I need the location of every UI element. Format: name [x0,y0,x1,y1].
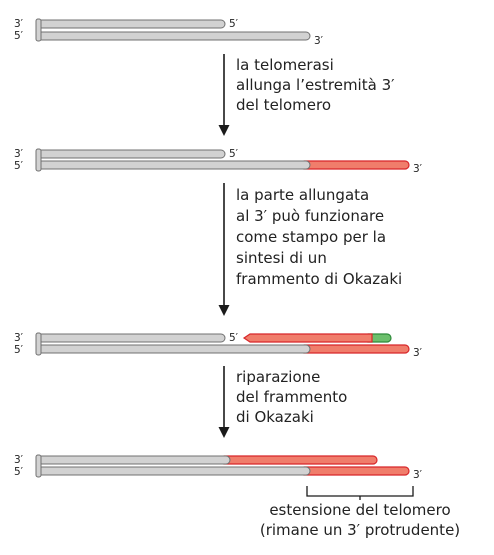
extension-caption: estensione del telomero (rimane un 3′ pr… [260,501,460,539]
bottom-strand-5prime-label: 5′ [14,466,24,478]
step-3-line-2: del frammento [236,388,347,406]
step-3-line-3: di Okazaki [236,408,314,426]
dna-stage-4: 3′ 5′ 3′ [14,454,423,481]
strand-end-cap [35,18,42,42]
step-text-1: la telomerasi allunga l’estremità 3′ del… [236,56,395,114]
bottom-strand [35,160,311,170]
bottom-strand-5prime-label: 5′ [14,160,24,172]
bottom-strand [35,344,311,354]
top-strand-5prime-label: 5′ [229,18,239,30]
step-2-line-3: come stampo per la [236,228,386,246]
repaired-fragment [219,455,378,465]
top-strand [35,455,231,465]
bottom-strand [35,31,311,41]
step-arrow-3 [218,366,230,438]
dna-stage-3: 3′ 5′ 5′ 3′ [14,332,423,359]
step-2-line-2: al 3′ può funzionare [236,207,384,225]
bottom-strand [35,466,311,476]
step-arrow-2 [218,183,230,316]
top-strand-3prime-label: 3′ [14,18,24,30]
bottom-strand-3prime-label: 3′ [413,469,423,481]
top-strand-5prime-label: 5′ [229,148,239,160]
bottom-strand-3prime-label: 3′ [413,163,423,175]
strand-end-cap [35,332,42,356]
dna-stage-2: 3′ 5′ 5′ 3′ [14,148,423,175]
caption-line-2: (rimane un 3′ protrudente) [260,521,460,539]
top-strand [35,333,226,343]
dna-stage-1: 3′ 5′ 5′ 3′ [14,18,324,47]
step-1-line-3: del telomero [236,96,331,114]
caption-line-1: estensione del telomero [269,501,450,519]
telomerase-extension [299,160,410,170]
top-strand [35,19,226,29]
step-2-line-4: sintesi di un [236,249,327,267]
step-3-line-1: riparazione [236,368,320,386]
step-2-line-1: la parte allungata [236,186,369,204]
step-1-line-1: la telomerasi [236,56,334,74]
top-strand-3prime-label: 3′ [14,148,24,160]
top-strand-5prime-label: 5′ [229,332,239,344]
step-arrow-1 [218,54,230,136]
strand-end-cap [35,148,42,172]
extension-bracket [306,486,414,500]
telomerase-extension [299,344,410,354]
strand-end-cap [35,454,42,478]
bottom-strand-5prime-label: 5′ [14,344,24,356]
okazaki-fragment [242,333,373,343]
step-1-line-2: allunga l’estremità 3′ [236,76,395,94]
bottom-strand-3prime-label: 3′ [314,35,324,47]
step-text-2: la parte allungata al 3′ può funzionare … [236,186,402,288]
top-strand-3prime-label: 3′ [14,454,24,466]
bottom-strand-5prime-label: 5′ [14,30,24,42]
step-2-line-5: frammento di Okazaki [236,270,402,288]
step-text-3: riparazione del frammento di Okazaki [236,368,347,426]
bottom-strand-3prime-label: 3′ [413,347,423,359]
top-strand [35,149,226,159]
telomerase-extension [299,466,410,476]
top-strand-3prime-label: 3′ [14,332,24,344]
